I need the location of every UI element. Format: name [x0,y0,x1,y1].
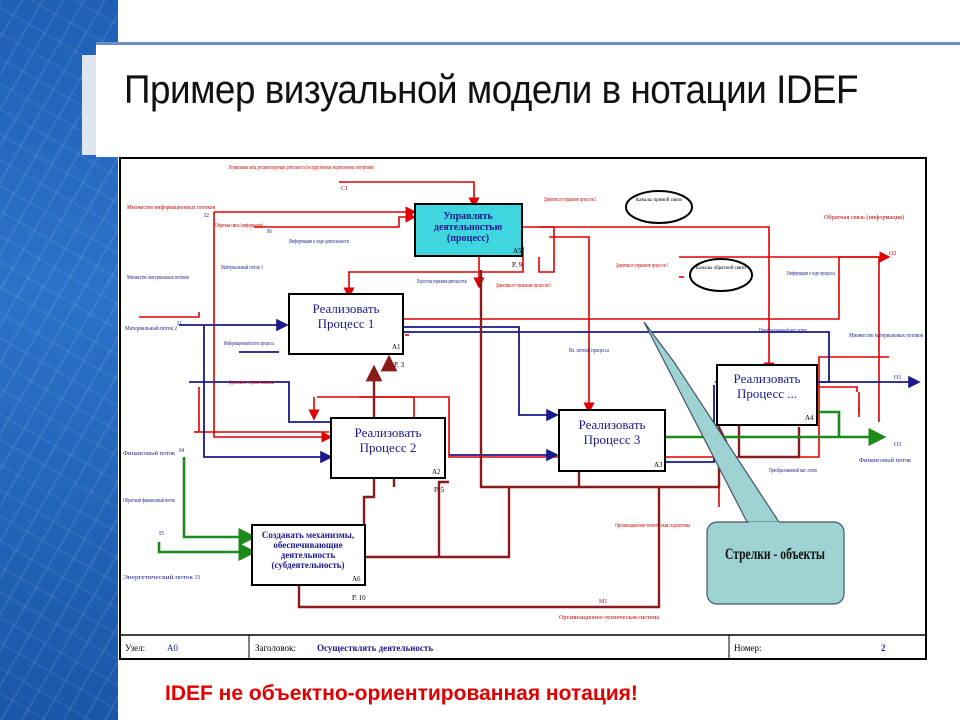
label-vkh-potoki: Вх. потоки процесса [569,348,609,354]
label-fin-potok-out: Финансовый поток [859,457,911,464]
box-a5-code: A5 [513,247,522,255]
label-info-hod: Информация о ходе деятельности [289,238,350,245]
label-direct-proc3: Директивы по управлению процессом 3 [616,263,668,269]
header-value: Осуществлять деятельность [317,643,433,653]
label-obr-svyaz-right: Обратная связь (информация) [824,214,904,221]
label-direct-proc1: Директивы по управлению процессом 1 [496,283,551,289]
slide-title: Пример визуальной модели в нотации IDEF [124,68,859,112]
label-i5: I5 [159,531,164,537]
label-mnozh-info: Множество информационных потоков [127,204,215,211]
label-preobr-mat: Преобразованный мат. поток [759,327,807,334]
label-i3: I3 [195,575,200,581]
label-i4: I4 [179,448,184,454]
label-o2: O2 [889,251,896,257]
box-a1-code: A1 [392,343,401,351]
ellipse-direct-label: Каналы прямой связи [636,198,682,203]
label-norm: Нормативные акты, регламентирующие деяте… [229,164,374,171]
label-mat-potok2: Материальный поток 2 [125,325,177,332]
label-info-potok: Информационный поток процесса [224,340,274,347]
box-a4-code: A4 [805,414,814,422]
box-a6-ref: P. 10 [352,594,366,602]
label-direct-a: Директивы по управлению процессом 2 [544,197,596,203]
box-a2-ref: P. 5 [434,486,445,494]
label-mnozh-mat: Множество материальных потоков [127,275,189,281]
label-org-tech2: Организационно-техническая система [559,615,659,621]
label-direct-sozd: Директивы по созданию механизма [229,380,274,386]
footer-note: IDEF не объектно-ориентированная нотация… [165,682,638,705]
label-c1: C1 [341,186,348,192]
label-m1: M1 [599,599,607,605]
header-label: Заголовок: [255,643,296,653]
label-i6: I6 [267,229,272,235]
finance-arrows [157,410,887,562]
node-label: Узел: [125,643,145,653]
ellipse-feedback-channels [689,258,753,292]
title-panel [82,42,960,157]
box-a5-ref: P. 9 [512,261,523,269]
box-a6-code: A6 [352,575,361,583]
ellipse-feedback-label: Каналы обратной связи [696,266,746,271]
box-a1-ref: P. 3 [394,361,405,369]
label-info-process: Информация о ходе процесса [787,270,835,277]
label-preobr-mat2: Преобразованный мат. поток [769,467,817,474]
blue-labels: I2 I6 Информация о ходе деятельности Мат… [123,213,923,581]
callout-arrows-objects: Стрелки - объекты [643,321,845,605]
red-labels: Нормативные акты, регламентирующие деяте… [127,164,904,621]
label-mnozh-mat-out: Множество материальных потоков [849,333,923,339]
number-label: Номер: [734,643,762,653]
diagram-title-bar: Узел: A0 Заголовок: Осуществлять деятель… [125,635,886,659]
callout-text: Стрелки - объекты [725,546,825,563]
label-o1: O1 [894,375,901,381]
label-mat-potok1: Материальный поток 1 [221,264,263,271]
label-energ: Энергетический поток [123,574,193,581]
label-i2: I2 [204,213,209,219]
ellipse-direct-channels [625,190,693,224]
label-i1: I1 [177,321,182,327]
label-obr-fin: Обратный финансовый поток [123,497,175,504]
number-value: 2 [881,643,886,653]
label-podsistema: Подсистема управления деятельностью [417,279,467,285]
title-panel-shadow [82,55,96,155]
label-obr-svyaz-info: Обратная связь (информация) [215,222,263,229]
label-org-tech: Организационно-техническая подсистема [615,523,690,529]
box-a2-code: A2 [432,468,441,476]
label-fin-potok: Финансовый поток [123,450,175,457]
box-a3-code: A3 [654,461,663,469]
node-value: A0 [167,643,178,653]
label-o3: O3 [894,442,901,448]
